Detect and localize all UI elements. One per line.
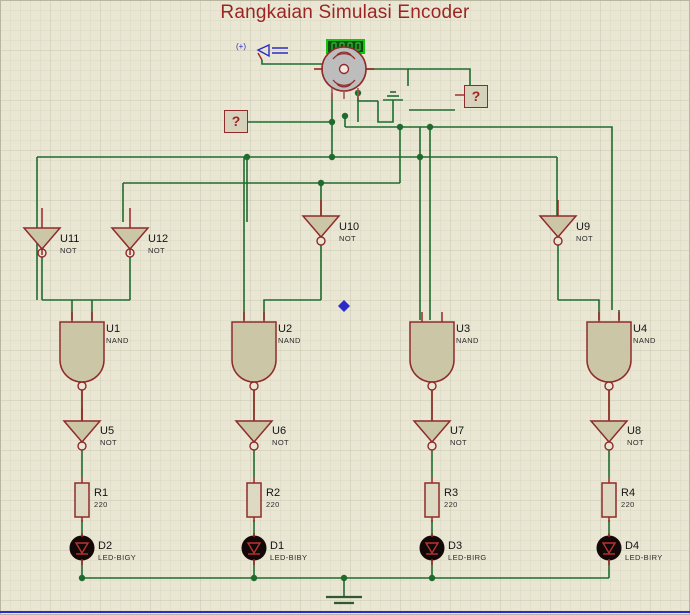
rotary-encoder[interactable]	[314, 39, 374, 99]
gate-pin-stubs	[41, 249, 620, 421]
label-r4: R4 220	[621, 487, 636, 509]
led-d1[interactable]	[241, 535, 267, 561]
d3-body	[419, 535, 445, 561]
label-u7: U7 NOT	[450, 425, 468, 447]
label-r2: R2 220	[266, 487, 281, 509]
not-gate-u10[interactable]	[301, 200, 341, 246]
u10-body	[301, 215, 341, 239]
u11-body	[22, 227, 62, 251]
r1-body	[74, 482, 90, 518]
label-u9: U9 NOT	[576, 221, 594, 243]
label-u11: U11 NOT	[60, 233, 80, 255]
passive-pin-stubs	[81, 478, 610, 565]
wire-ground-upper	[377, 101, 394, 123]
u1-bubble	[77, 381, 87, 391]
not-gate-u9[interactable]	[538, 200, 578, 246]
label-u2: U2 NAND	[278, 323, 301, 345]
probe-left[interactable]: ?	[224, 110, 248, 133]
d1-body	[241, 535, 267, 561]
u6-bubble	[249, 441, 259, 451]
power-arrow-icon	[256, 43, 270, 58]
power-plus-label: (+)	[236, 42, 246, 51]
resistor-r2[interactable]	[246, 482, 262, 518]
battery-icon	[272, 47, 288, 54]
r2-body	[246, 482, 262, 518]
dc-power-supply[interactable]: (+)	[236, 42, 288, 61]
label-u10: U10 NOT	[339, 221, 360, 243]
u2-body	[231, 321, 277, 383]
d3-triangle-icon	[424, 542, 440, 555]
label-d3: D3 LED-BIRG	[448, 540, 487, 562]
not-gate-u11[interactable]	[22, 208, 62, 258]
d4-body	[596, 535, 622, 561]
resistor-r1[interactable]	[74, 482, 90, 518]
nand-gate-u1[interactable]	[59, 321, 105, 391]
label-u3: U3 NAND	[456, 323, 479, 345]
led-d2[interactable]	[69, 535, 95, 561]
wire-bus-y127	[345, 126, 613, 310]
d1-triangle-icon	[246, 542, 262, 555]
label-u1: U1 NAND	[106, 323, 129, 345]
u8-bubble	[604, 441, 614, 451]
label-d1: D1 LED-BIBY	[270, 540, 308, 562]
nand-gate-u2[interactable]	[231, 321, 277, 391]
u4-bubble	[604, 381, 614, 391]
selection-marker[interactable]	[338, 300, 350, 312]
resistor-r3[interactable]	[424, 482, 440, 518]
not-gate-u12[interactable]	[110, 208, 150, 258]
label-r3: R3 220	[444, 487, 459, 509]
label-d2: D2 LED-BIGY	[98, 540, 137, 562]
led-d4[interactable]	[596, 535, 622, 561]
power-lead	[257, 52, 263, 61]
label-r1: R1 220	[94, 487, 109, 509]
led-d3[interactable]	[419, 535, 445, 561]
u9-body	[538, 215, 578, 239]
label-u8: U8 NOT	[627, 425, 645, 447]
u10-bubble	[316, 236, 326, 246]
junction-dots	[78, 89, 436, 582]
label-u5: U5 NOT	[100, 425, 118, 447]
d2-triangle-icon	[74, 542, 90, 555]
nand-gate-u4[interactable]	[586, 321, 632, 391]
probe-right[interactable]: ?	[464, 85, 488, 108]
resistor-r4[interactable]	[601, 482, 617, 518]
u3-body	[409, 321, 455, 383]
not-gate-u8[interactable]	[589, 420, 629, 451]
ground-lower	[326, 595, 362, 605]
u4-body	[586, 321, 632, 383]
r3-body	[424, 482, 440, 518]
u1-body	[59, 321, 105, 383]
label-u4: U4 NAND	[633, 323, 656, 345]
d4-triangle-icon	[601, 542, 617, 555]
u3-bubble	[427, 381, 437, 391]
u9-bubble	[553, 236, 563, 246]
marker-diamond-icon	[338, 300, 350, 312]
encoder-shaft	[338, 63, 350, 75]
r4-body	[601, 482, 617, 518]
label-u6: U6 NOT	[272, 425, 290, 447]
label-u12: U12 NOT	[148, 233, 169, 255]
u2-bubble	[249, 381, 259, 391]
label-d4: D4 LED-BIRY	[625, 540, 663, 562]
wire-power-to-encoder	[261, 60, 323, 65]
encoder-arcs	[332, 51, 356, 88]
u12-body	[110, 227, 150, 251]
d2-body	[69, 535, 95, 561]
ground-upper	[383, 91, 403, 110]
u7-bubble	[427, 441, 437, 451]
not-gate-u5[interactable]	[62, 420, 102, 451]
u5-bubble	[77, 441, 87, 451]
